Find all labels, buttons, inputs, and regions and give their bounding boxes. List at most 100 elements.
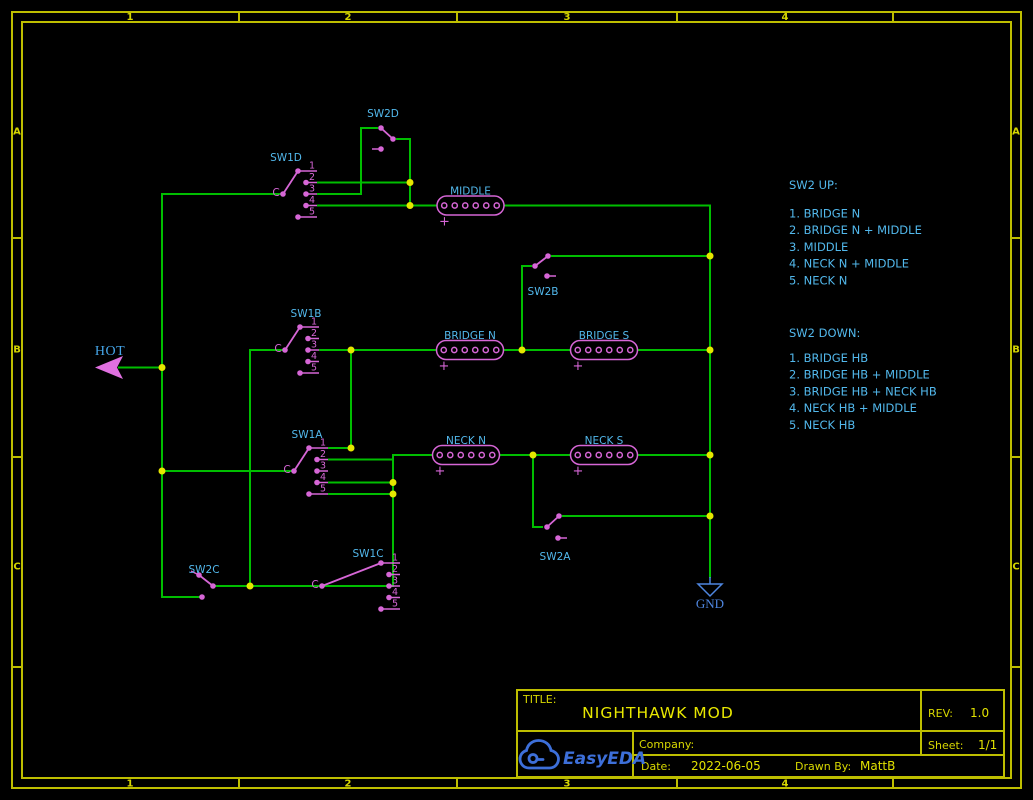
gnd-symbol: GND (696, 577, 724, 611)
notes-up-item: 3. MIDDLE (789, 240, 848, 254)
switch-pin (544, 524, 550, 530)
switch-pin-number: 3 (311, 340, 317, 351)
pickups: MIDDLE+BRIDGE N+BRIDGE S+NECK N+NECK S+ (431, 186, 639, 479)
easyeda-cloud-icon (518, 739, 560, 770)
switch-pin-number: 3 (392, 576, 398, 587)
gnd-triangle-icon (696, 583, 724, 598)
switch-common-label: C (283, 464, 290, 476)
wire-hot-bus (161, 193, 283, 598)
pickup-polepiece (467, 451, 475, 459)
hot-label: HOT (95, 344, 125, 359)
switch-pin-number: 2 (320, 449, 326, 460)
switch-pin (210, 583, 216, 589)
switch-pin-number: 5 (392, 599, 398, 610)
sheet-frame (11, 11, 1022, 789)
switch-sw2b: SW2B (528, 253, 558, 298)
switch-pin-number: 1 (320, 438, 326, 449)
title-label: TITLE: (522, 693, 556, 706)
switch-label: SW1D (270, 152, 302, 164)
pickup-polepiece (472, 202, 480, 209)
sheet-value: 1/1 (978, 738, 997, 752)
frame-row-label: B (1012, 345, 1020, 356)
wire-sw2a-common (532, 455, 543, 528)
title-block-text: TITLE: NIGHTHAWK MOD REV: 1.0 Company: S… (522, 693, 997, 773)
drawn-by-label: Drawn By: (795, 760, 851, 773)
hot-arrow-icon (95, 356, 123, 379)
easyeda-cloud-swirl (527, 753, 539, 764)
pickup-polepiece (574, 346, 582, 354)
switch-pin (545, 253, 551, 259)
notes-block: SW2 UP: 1. BRIDGE N 2. BRIDGE N + MIDDLE 3.… (789, 178, 937, 432)
pickup-polepiece (451, 202, 459, 209)
sheet-title: NIGHTHAWK MOD (582, 704, 734, 722)
date-value: 2022-06-05 (691, 759, 761, 773)
junction-dots (158, 179, 714, 590)
switch-pin-number: 1 (309, 161, 315, 172)
switch-pin-number: 5 (309, 207, 315, 218)
sheet-label: Sheet: (928, 739, 964, 752)
notes-up-title: SW2 UP: (789, 178, 838, 192)
switch-lever (282, 170, 299, 195)
pickup-polepiece (488, 451, 496, 459)
frame-ticks (12, 12, 1021, 788)
pickup-polepiece (457, 451, 465, 459)
switch-pin-number: 4 (311, 351, 317, 362)
switch-pin (544, 273, 550, 279)
pickup-polepiece (584, 451, 592, 459)
switch-pin-number: 1 (392, 553, 398, 564)
switch-pin-number: 2 (309, 172, 315, 183)
switch-common-label: C (311, 579, 318, 591)
pickup-neck-s: NECK S+ (569, 435, 639, 479)
notes-up-item: 1. BRIDGE N (789, 207, 860, 221)
pickup-polepiece (595, 346, 603, 354)
pickup-polepiece (493, 202, 501, 209)
switch-pin-number: 5 (311, 363, 317, 374)
switch-pin (532, 263, 538, 269)
switch-pin (199, 594, 205, 600)
switch-pin (378, 125, 384, 131)
switch-label: SW1A (292, 429, 324, 441)
switch-lever (198, 574, 214, 587)
pickup-polepiece (574, 451, 582, 459)
pickup-polepiece (461, 346, 469, 354)
frame-row-label: A (1012, 127, 1020, 138)
pickup-body (431, 444, 501, 466)
pickup-polepiece (482, 346, 490, 354)
wire-sw2d-lever (396, 138, 411, 206)
pickup-polarity: + (439, 359, 450, 374)
notes-up-item: 2. BRIDGE N + MIDDLE (789, 223, 922, 237)
hot-net-flag: HOT (95, 344, 125, 379)
switch-lever (321, 562, 382, 587)
switch-sw2c: SW2C (188, 564, 220, 600)
switch-pin-number: 4 (320, 472, 326, 483)
pickup-polepiece (595, 451, 603, 459)
frame-row-label: C (13, 562, 20, 573)
title-block (516, 689, 1005, 778)
switch-pin-number: 2 (311, 328, 317, 339)
notes-down-item: 2. BRIDGE HB + MIDDLE (789, 368, 930, 382)
pickup-label: NECK N (446, 435, 486, 447)
pickup-polepiece (440, 202, 448, 209)
wires (118, 127, 711, 598)
pickup-polepiece (605, 451, 613, 459)
notes-down-item: 4. NECK HB + MIDDLE (789, 401, 917, 415)
wire-sw2c-sw1c-neck (213, 454, 433, 587)
frame-col-label: 1 (127, 12, 134, 23)
rev-label: REV: (928, 707, 953, 720)
pickup-polepiece (482, 202, 490, 209)
drawn-by-value: MattB (860, 759, 895, 773)
pickup-polepiece (450, 346, 458, 354)
pickup-body (435, 339, 505, 361)
frame-col-label: 4 (782, 779, 789, 790)
wire-sw1d-pin3-sw2d (317, 127, 378, 195)
pickup-polepiece (471, 346, 479, 354)
switch-lever (284, 326, 301, 351)
switch-sw2d: SW2D (367, 108, 399, 152)
wire-sw1a-pin2 (328, 455, 394, 461)
